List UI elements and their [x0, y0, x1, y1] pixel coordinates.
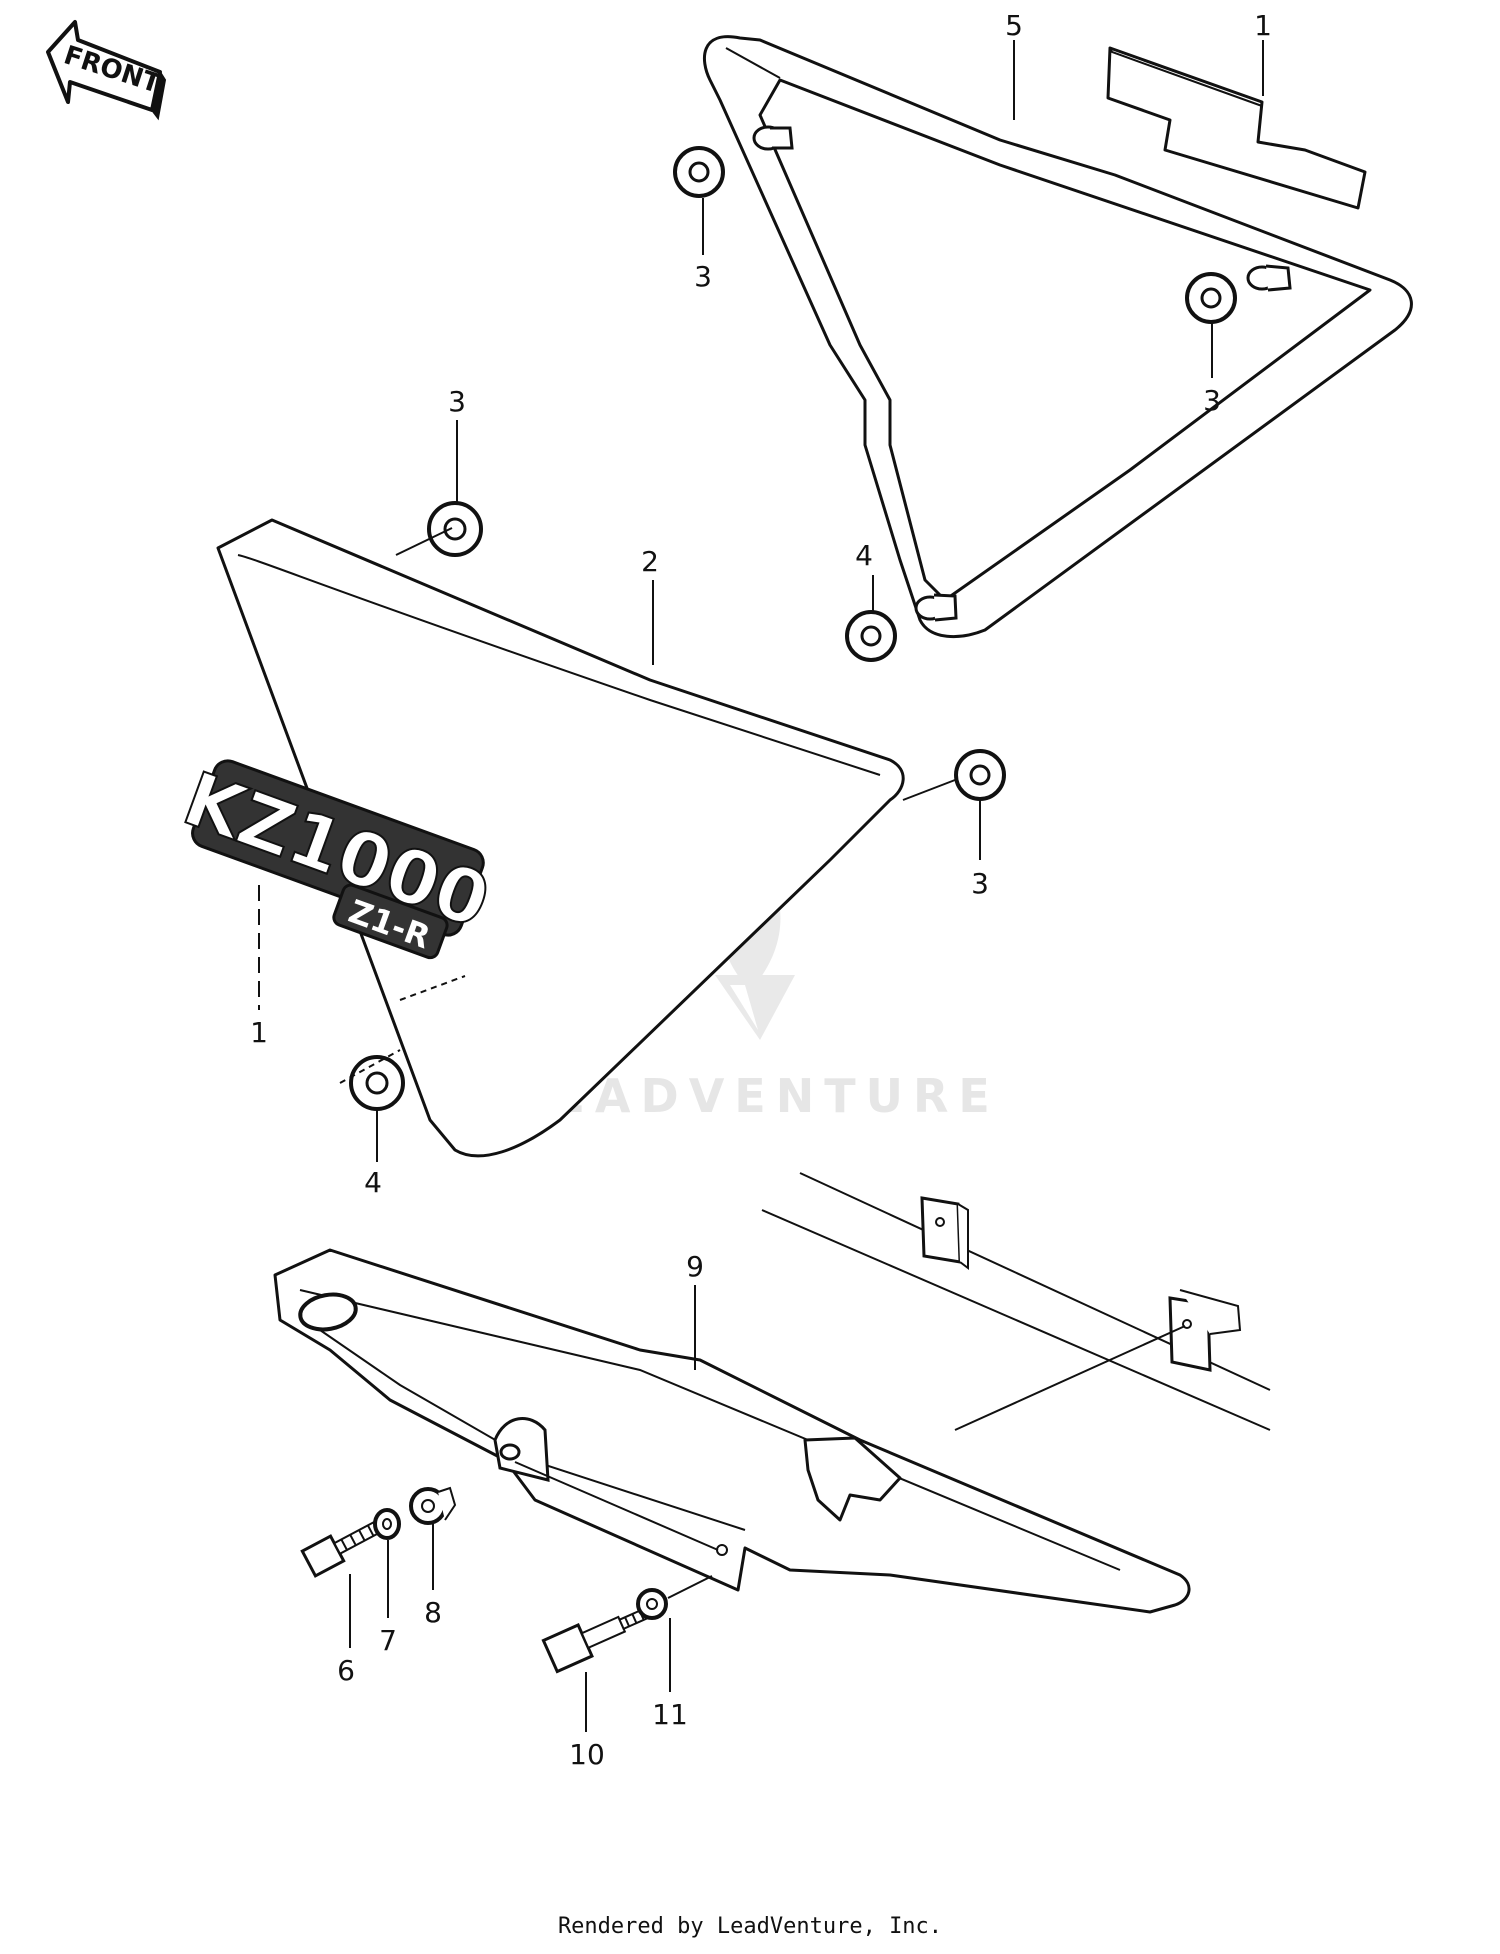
grommet-left-top [427, 501, 483, 557]
bolt-10 [541, 1606, 653, 1674]
callout-leaders [258, 40, 1264, 1732]
bolt-10-leader [667, 1575, 713, 1599]
grommet-right-mid [1185, 272, 1237, 324]
grommet-right-top [673, 146, 725, 198]
chain-guard-leaders [514, 1325, 1186, 1551]
callout-3-right-top-grommet: 3 [694, 260, 712, 293]
callout-3-left-top-grommet: 3 [448, 385, 466, 418]
collar-8 [409, 1486, 457, 1525]
callout-5-right-cover: 5 [1005, 9, 1023, 42]
side-cover-right [703, 35, 1413, 639]
chain-guard [273, 1248, 1191, 1614]
callout-3-right-mid-grommet: 3 [1203, 384, 1221, 417]
callout-4-right-bottom-grommet: 4 [855, 539, 873, 572]
callout-1-emblem-right: 1 [1254, 9, 1272, 42]
callout-1-emblem-left: 1 [250, 1016, 268, 1049]
callout-8-collar: 8 [424, 1596, 442, 1629]
callout-4-left-bottom-grommet: 4 [364, 1166, 382, 1199]
grommet-left-mid [954, 749, 1006, 801]
front-arrow-shadow [151, 71, 167, 121]
callout-11-washer: 11 [652, 1698, 688, 1731]
callout-9-chain-guard: 9 [686, 1250, 704, 1283]
watermark-v-icon [715, 975, 795, 1040]
washer-11 [636, 1588, 668, 1620]
side-cover-left [216, 518, 905, 1158]
leader-lines [339, 527, 956, 1084]
emblem-decal-right [1106, 46, 1367, 210]
front-arrow: FRONT [46, 20, 167, 121]
callout-2-left-cover: 2 [641, 545, 659, 578]
grommet-left-bottom [349, 1055, 405, 1111]
callout-6-bolt: 6 [337, 1654, 355, 1687]
grommet-right-bottom [845, 610, 897, 662]
callout-7-washer: 7 [379, 1624, 397, 1657]
callout-3-left-mid-grommet: 3 [971, 867, 989, 900]
swingarm-bracket-lower [1168, 1289, 1242, 1372]
washer-7 [373, 1508, 401, 1540]
swingarm-bracket-upper [920, 1196, 969, 1270]
callout-10-bolt: 10 [569, 1738, 605, 1771]
footer-credit: Rendered by LeadVenture, Inc. [557, 1914, 943, 1939]
